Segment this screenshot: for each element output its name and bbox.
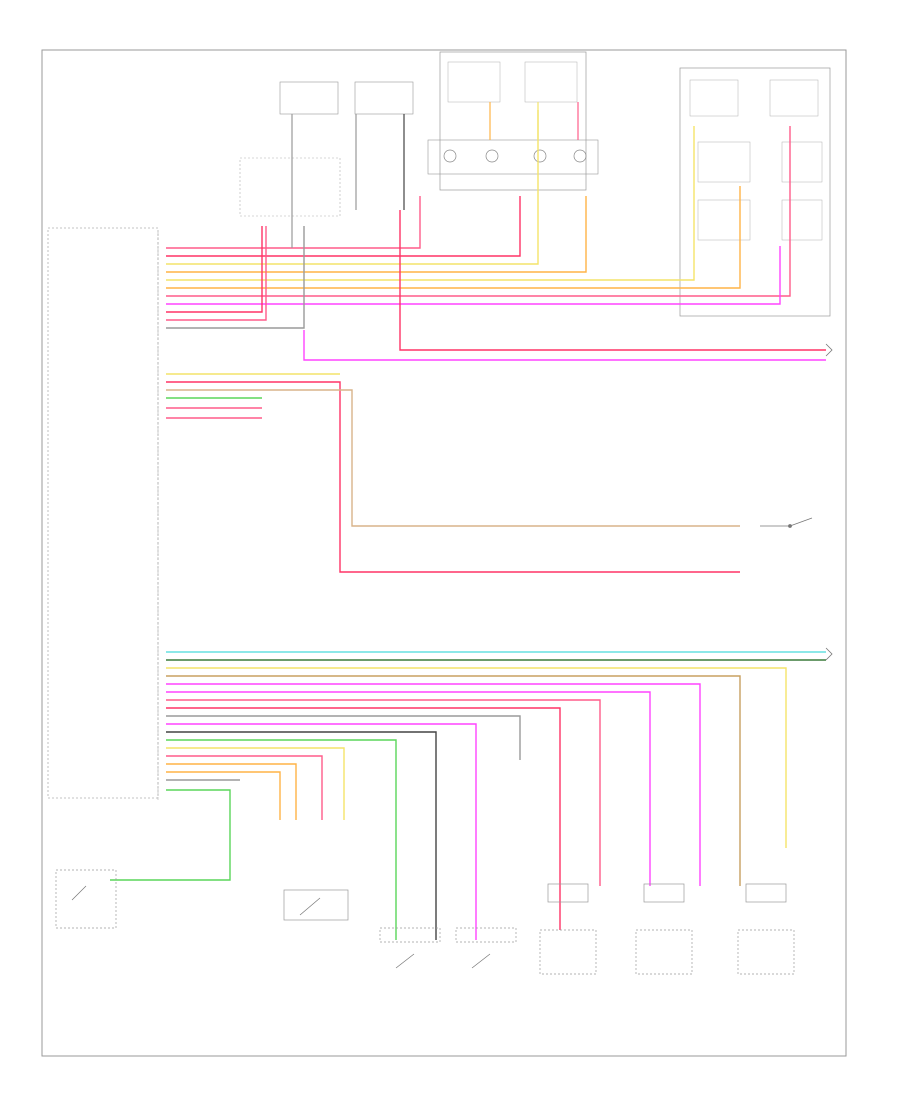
- wire: [166, 196, 521, 257]
- wire: [166, 763, 297, 820]
- wire: [166, 226, 267, 321]
- passenger-restraint-block: [679, 67, 831, 317]
- wire: [166, 186, 741, 289]
- wire: [166, 707, 561, 930]
- inflator-box: [697, 141, 751, 183]
- wire: [166, 771, 281, 820]
- sensor-box-left: [279, 81, 339, 115]
- wire: [166, 747, 345, 820]
- wire: [399, 210, 826, 351]
- wire: [166, 226, 263, 313]
- wire: [166, 699, 601, 886]
- switch-arm: [299, 897, 321, 916]
- wire: [166, 226, 305, 329]
- seat-sensor-box: [283, 889, 349, 921]
- diagram-frame: [41, 49, 847, 1057]
- wire: [166, 389, 740, 527]
- wire: [166, 755, 323, 820]
- off-page-arrow: [825, 343, 833, 357]
- switch-arm: [395, 953, 415, 969]
- wire: [166, 246, 781, 305]
- wire: [166, 126, 791, 297]
- wire: [166, 381, 740, 573]
- buckle-switch-box: [455, 927, 517, 943]
- right-sub-right: [769, 79, 819, 117]
- sensor-box-right: [354, 81, 414, 115]
- wire: [166, 196, 587, 273]
- inflator-module-box: [737, 929, 795, 975]
- inflator-sub: [745, 883, 787, 903]
- switch-arm: [471, 953, 491, 969]
- terminal: [443, 149, 457, 163]
- wire: [166, 731, 437, 940]
- wire: [166, 675, 741, 886]
- wire: [166, 110, 539, 265]
- module-box: [47, 227, 159, 799]
- center-sub-left: [447, 61, 501, 103]
- terminal: [533, 149, 547, 163]
- top-drops: [291, 102, 579, 248]
- wire: [166, 683, 701, 886]
- inflator-box: [781, 141, 823, 183]
- wire: [166, 715, 521, 760]
- lower-box: [239, 157, 341, 217]
- inflator-module-box: [635, 929, 693, 975]
- mid-wires: [166, 210, 826, 573]
- upper-wire-bundle: [166, 110, 791, 329]
- wire: [110, 789, 231, 881]
- wire: [166, 723, 477, 940]
- wire: [166, 691, 651, 886]
- front-sensor-box: [55, 869, 117, 929]
- inflator-sub: [547, 883, 589, 903]
- wire: [166, 667, 787, 848]
- terminal: [485, 149, 499, 163]
- inflator-box: [697, 199, 751, 241]
- center-sub-right: [524, 61, 578, 103]
- inflator-sub: [643, 883, 685, 903]
- center-box: [439, 51, 587, 191]
- terminal: [573, 149, 587, 163]
- seatbelt-switch: [760, 517, 813, 528]
- right-top-box: [679, 67, 831, 317]
- switch-pivot: [788, 524, 792, 528]
- top-switch-block: [239, 81, 414, 217]
- airbag-module: [47, 227, 159, 800]
- switch-arm: [789, 517, 813, 527]
- inflator-box: [781, 199, 823, 241]
- off-page-arrow: [825, 647, 833, 661]
- wire: [303, 330, 826, 361]
- switch-arm: [71, 885, 87, 901]
- lower-components: [55, 869, 795, 975]
- inflator-module-box: [539, 929, 597, 975]
- buckle-switch-box: [379, 927, 441, 943]
- wire: [166, 126, 695, 281]
- right-edge-markers: [825, 343, 833, 661]
- wire: [166, 196, 421, 249]
- inflatable-restraint-block: [427, 51, 599, 191]
- wire: [166, 739, 397, 940]
- center-connector: [427, 139, 599, 175]
- lower-wire-bundle: [110, 651, 826, 940]
- right-sub-left: [689, 79, 739, 117]
